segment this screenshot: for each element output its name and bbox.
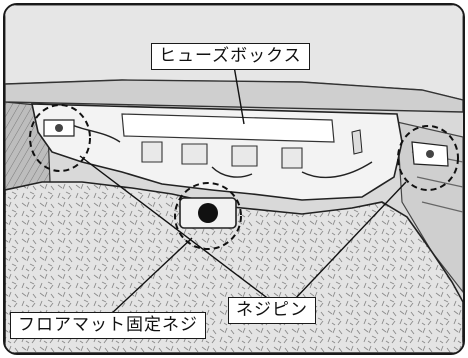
- leader-line-screw: [109, 237, 193, 316]
- highlight-circle-left-pin: [29, 104, 91, 172]
- leader-line-pin-right: [293, 181, 407, 301]
- floor-mat-screw-label: フロアマット固定ネジ: [10, 312, 206, 339]
- floor-mat: [5, 181, 463, 353]
- connector-blocks: [141, 141, 303, 169]
- floor-mat-screw: [198, 203, 218, 223]
- leader-line-pin-left: [79, 155, 271, 301]
- highlight-circle-screw: [174, 182, 242, 250]
- highlight-circle-right-pin: [397, 125, 459, 191]
- fuse-box-cover: [121, 113, 335, 143]
- dashboard-lower-edge: [5, 79, 463, 113]
- bracket: [351, 129, 363, 155]
- leader-line-fuse-box: [233, 65, 245, 125]
- screw-pin-label: ネジピン: [228, 297, 316, 324]
- screw-pin-left-head: [55, 124, 63, 132]
- screw-pin-right-head: [426, 150, 434, 158]
- fuse-box-label: ヒューズボックス: [151, 43, 310, 70]
